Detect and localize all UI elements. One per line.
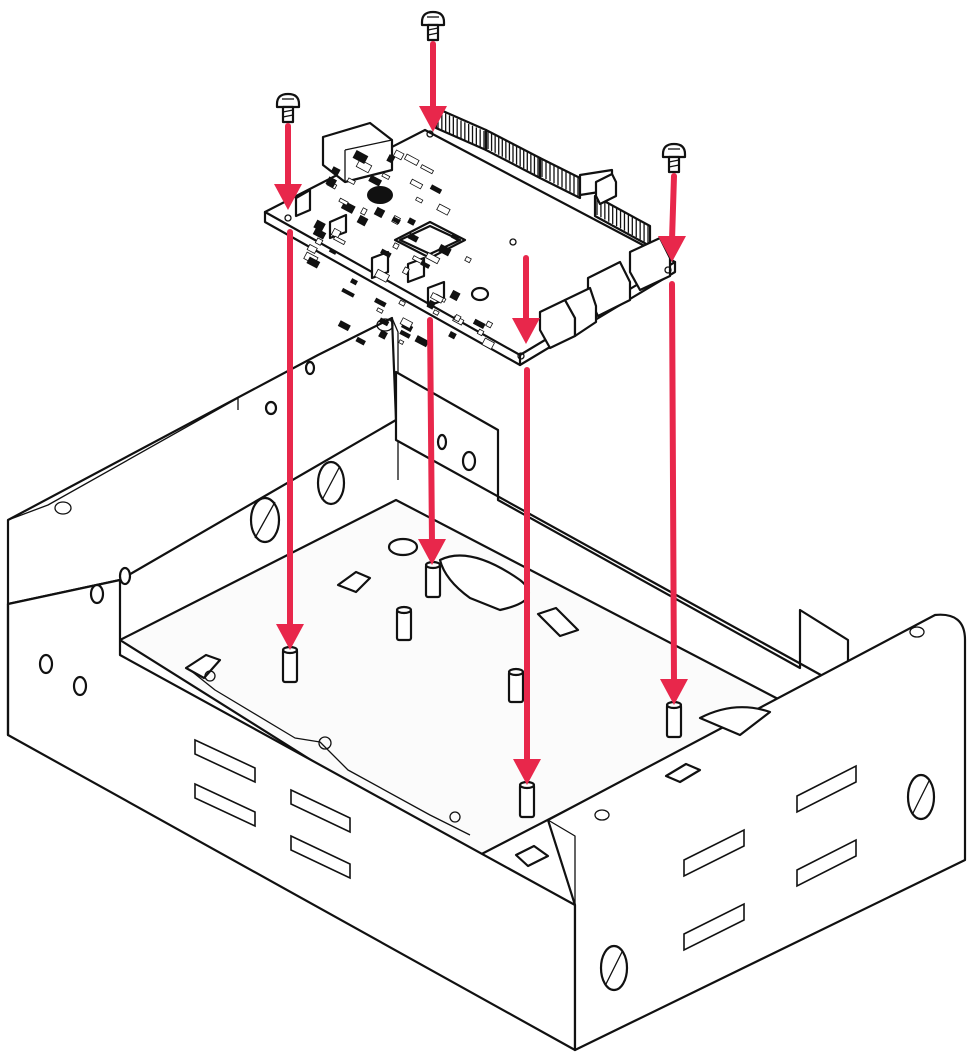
screw-icon [275, 92, 301, 124]
pcb-component [359, 207, 368, 216]
pcb-component [392, 242, 400, 250]
pcb-component [398, 339, 405, 345]
pcb-component [330, 227, 342, 239]
arrow-screw-to-board [512, 255, 540, 344]
pcb-component [450, 232, 460, 241]
pcb-component [349, 278, 358, 286]
pcb-component [429, 184, 443, 195]
pcb-component [432, 309, 440, 316]
arrow-screw-to-board [658, 173, 686, 262]
pcb-component [411, 255, 424, 264]
pcb-component [378, 317, 390, 327]
enclosure-tray [6, 316, 967, 1052]
standoff-post [507, 667, 525, 704]
pcb-component [373, 268, 391, 283]
pcb-component [355, 336, 366, 346]
pcb-component [337, 320, 351, 332]
pcb-component [429, 292, 445, 304]
arrow-screw-to-board [419, 41, 447, 132]
pcb-component [409, 178, 424, 190]
arrow-board-to-standoff [513, 367, 541, 785]
standoff-post [395, 605, 413, 642]
pcb-component [346, 177, 356, 186]
pcb-component [399, 329, 411, 339]
arrow-board-to-standoff [660, 281, 688, 705]
pcb-component [401, 266, 410, 276]
pcb-component [448, 331, 457, 340]
pcb-components [303, 149, 496, 350]
pcb-component [376, 307, 384, 314]
pcb-component [306, 243, 318, 254]
standoff-post [665, 700, 683, 739]
pcb-component [472, 318, 486, 330]
pcb-component [391, 216, 401, 225]
vent-slot [194, 738, 351, 880]
pcb-component [425, 252, 441, 265]
pcb-component [328, 248, 337, 255]
pcb-component [378, 329, 388, 340]
screw-icon [420, 10, 446, 42]
pcb-component [403, 153, 420, 166]
pcb-component [481, 337, 496, 350]
arrow-screw-to-board [274, 123, 302, 210]
pcb-component [313, 219, 326, 232]
pcb-component [415, 196, 424, 204]
pcb-component [306, 256, 321, 269]
pcb-component [485, 320, 494, 329]
pcb-component [414, 335, 430, 348]
pcb-component [399, 317, 414, 330]
assembly-arrows [274, 41, 688, 785]
pcb-component [449, 289, 461, 302]
pcb-board [263, 106, 677, 367]
standoff-post [281, 645, 299, 684]
pcb-component [407, 232, 419, 243]
pcb-component [381, 172, 391, 181]
pcb-component [355, 158, 373, 174]
keyhole-slot-icon [249, 460, 346, 544]
pin-header [437, 110, 649, 244]
arrow-board-to-standoff [276, 229, 304, 650]
pcb-component [398, 299, 406, 307]
pcb-component [373, 206, 386, 219]
pcb-component [314, 237, 324, 246]
pcb-component [426, 299, 436, 310]
pcb-component [437, 244, 452, 257]
pcb-component [325, 176, 338, 188]
pcb-component [420, 164, 435, 175]
pcb-component [332, 235, 346, 246]
pcb-component [368, 174, 383, 187]
pcb-component [338, 197, 349, 206]
pcb-component [436, 203, 451, 216]
screw-icon [661, 142, 687, 174]
pcb-component [330, 166, 341, 176]
pcb-component [341, 287, 355, 298]
pcb-component [392, 149, 405, 161]
pcb-component [386, 154, 396, 164]
standoff-post [424, 560, 442, 599]
pcb-component [374, 297, 387, 308]
pcb-component [352, 150, 369, 164]
arrow-board-to-standoff [418, 317, 446, 565]
pcb-component [380, 248, 392, 258]
pcb-component [476, 328, 485, 337]
pcb-component [407, 217, 417, 226]
standoff-post [518, 780, 536, 819]
pcb-component [464, 256, 472, 264]
vent-slot [683, 764, 857, 952]
pcb-component [453, 313, 462, 323]
pcb-component [356, 214, 369, 227]
